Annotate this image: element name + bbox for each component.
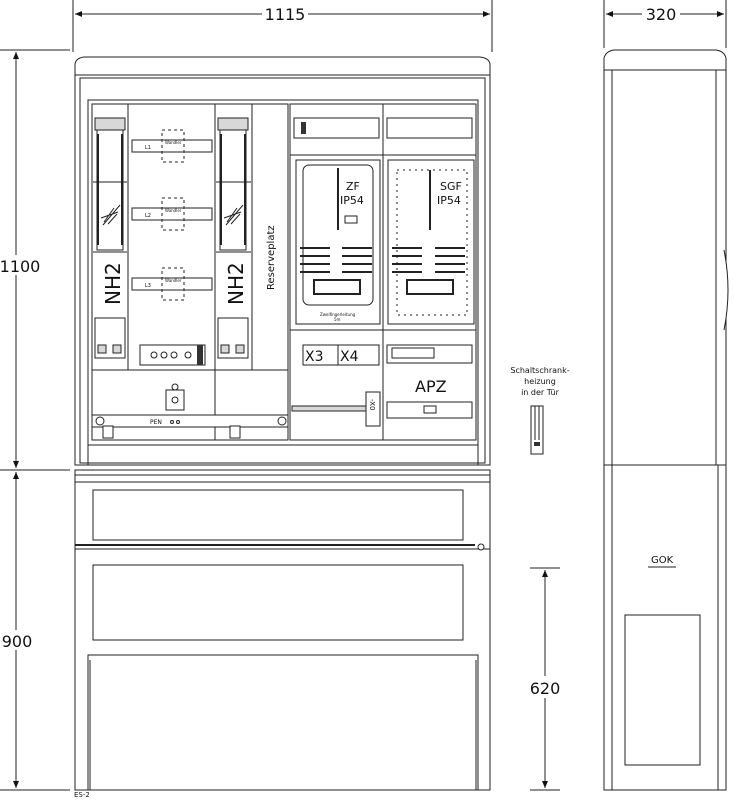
svg-text:Wandler: Wandler [165, 208, 182, 213]
svg-text:Zweifingerleitung: Zweifingerleitung [320, 312, 356, 317]
dimension-ground: 620 [525, 567, 565, 791]
side-view: GOK [603, 49, 729, 791]
busbar-l1: L1 Wandler [131, 129, 213, 163]
ground-label: 620 [530, 679, 561, 698]
dimension-height: 1100 900 [0, 49, 70, 791]
width-label: 1115 [265, 5, 306, 24]
gok-label: GOK [651, 555, 674, 566]
fuse-left-label: NH2 [101, 262, 125, 305]
pen-rail: PEN [91, 414, 289, 439]
dimension-width: 1115 [72, 0, 493, 52]
height-upper-label: 1100 [0, 257, 40, 276]
busbar-l2: L2 Wandler [131, 197, 213, 231]
svg-text:Schaltschrank-: Schaltschrank- [510, 366, 569, 375]
terminals-x3-x4: X3 X4 [302, 344, 380, 366]
meter-sgf: SGF IP54 [387, 159, 475, 325]
svg-text:heizung: heizung [524, 377, 556, 386]
meter-zf: ZF IP54 Zweifingerleitung 5m [295, 159, 381, 325]
fuse-left: NH2 [93, 117, 127, 359]
depth-label: 320 [646, 5, 677, 24]
svg-text:L3: L3 [145, 283, 151, 289]
heater-note: Schaltschrank- heizung in der Tür [510, 366, 570, 455]
svg-text:IP54: IP54 [340, 194, 364, 207]
svg-text:L1: L1 [145, 145, 151, 151]
svg-text:SGF: SGF [440, 180, 462, 193]
svg-text:Wandler: Wandler [165, 278, 182, 283]
svg-text:IP54: IP54 [437, 194, 461, 207]
apz-label: APZ [415, 377, 447, 396]
svg-text:Wandler: Wandler [165, 140, 182, 145]
svg-text:ZF: ZF [346, 180, 360, 193]
svg-text:X4: X4 [340, 349, 359, 365]
busbar-l3: L3 Wandler [131, 267, 213, 301]
x0-label: -X0 [368, 399, 376, 410]
fuse-right-label: NH2 [224, 262, 248, 305]
drawing-id: ES-2 [74, 791, 90, 799]
svg-text:L2: L2 [145, 213, 151, 219]
front-view: ES-2 NH2 NH2 [74, 56, 491, 799]
svg-text:PEN: PEN [150, 419, 162, 426]
dimension-depth: 320 [603, 0, 727, 48]
terminal-block [139, 344, 206, 366]
height-lower-label: 900 [2, 632, 33, 651]
svg-text:5m: 5m [334, 317, 341, 322]
svg-text:X3: X3 [305, 349, 324, 365]
svg-text:in der Tür: in der Tür [521, 388, 560, 397]
heater-icon [530, 405, 544, 455]
fuse-right: NH2 [216, 117, 251, 359]
reserve-label: Reserveplatz [266, 225, 277, 290]
